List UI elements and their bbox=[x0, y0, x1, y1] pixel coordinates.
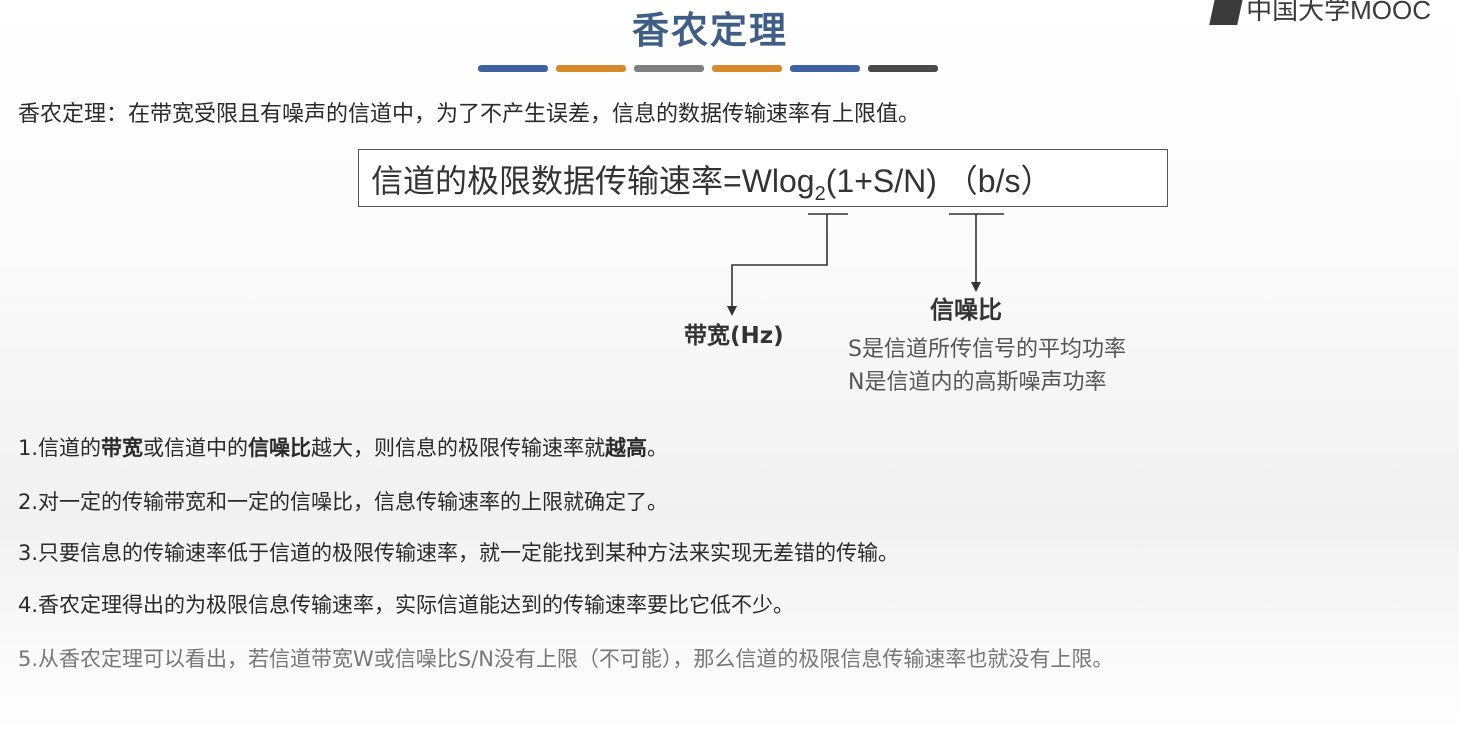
bandwidth-label: 带宽(Hz) bbox=[684, 323, 784, 349]
bandwidth-connector bbox=[731, 214, 828, 310]
accent-bar bbox=[790, 65, 860, 72]
formula-rhs: (1+S/N) （b/s） bbox=[825, 163, 1053, 199]
snr-arrowhead bbox=[971, 282, 981, 292]
snr-description: S是信道所传信号的平均功率 N是信道内的高斯噪声功率 bbox=[848, 333, 1126, 399]
point-1-text: 。 bbox=[647, 436, 669, 460]
point-2: 2.对一定的传输带宽和一定的信噪比，信息传输速率的上限就确定了。 bbox=[18, 490, 669, 514]
formula-subscript: 2 bbox=[814, 183, 826, 205]
formula-lhs: 信道的极限数据传输速率=Wlog bbox=[371, 163, 815, 199]
formula-box: 信道的极限数据传输速率=Wlog2(1+S/N) （b/s） bbox=[358, 149, 1168, 207]
accent-bar bbox=[712, 65, 782, 72]
accent-bar bbox=[868, 65, 938, 72]
accent-bar bbox=[634, 65, 704, 72]
signal-power-desc: S是信道所传信号的平均功率 bbox=[848, 337, 1126, 362]
point-5: 5.从香农定理可以看出，若信道带宽W或信噪比S/N没有上限（不可能），那么信道的… bbox=[18, 647, 1114, 671]
point-1-bold-snr: 信噪比 bbox=[248, 436, 312, 460]
mooc-logo: 中国大学MOOC bbox=[1209, 0, 1431, 27]
accent-bar bbox=[556, 65, 626, 72]
point-1-text: 或信道中的 bbox=[143, 436, 249, 460]
intro-text: 香农定理：在带宽受限且有噪声的信道中，为了不产生误差，信息的数据传输速率有上限值… bbox=[18, 102, 921, 127]
noise-power-desc: N是信道内的高斯噪声功率 bbox=[848, 370, 1107, 395]
point-1-bold-higher: 越高 bbox=[605, 436, 648, 460]
point-1-text: 1.信道的 bbox=[18, 436, 102, 460]
point-1-text: 越大，则信息的极限传输速率就 bbox=[311, 436, 606, 460]
snr-label: 信噪比 bbox=[930, 296, 1002, 324]
logo-text: 中国大学MOOC bbox=[1246, 0, 1431, 25]
bandwidth-arrowhead bbox=[727, 306, 737, 316]
point-3: 3.只要信息的传输速率低于信道的极限传输速率，就一定能找到某种方法来实现无差错的… bbox=[18, 541, 900, 565]
point-1: 1.信道的带宽或信道中的信噪比越大，则信息的极限传输速率就越高。 bbox=[18, 432, 668, 462]
page-title: 香农定理 bbox=[632, 8, 788, 52]
formula: 信道的极限数据传输速率=Wlog2(1+S/N) （b/s） bbox=[371, 156, 1052, 206]
point-1-bold-bandwidth: 带宽 bbox=[101, 436, 144, 460]
accent-bars bbox=[478, 65, 938, 72]
accent-bar bbox=[478, 65, 548, 72]
point-4: 4.香农定理得出的为极限信息传输速率，实际信道能达到的传输速率要比它低不少。 bbox=[18, 593, 795, 617]
